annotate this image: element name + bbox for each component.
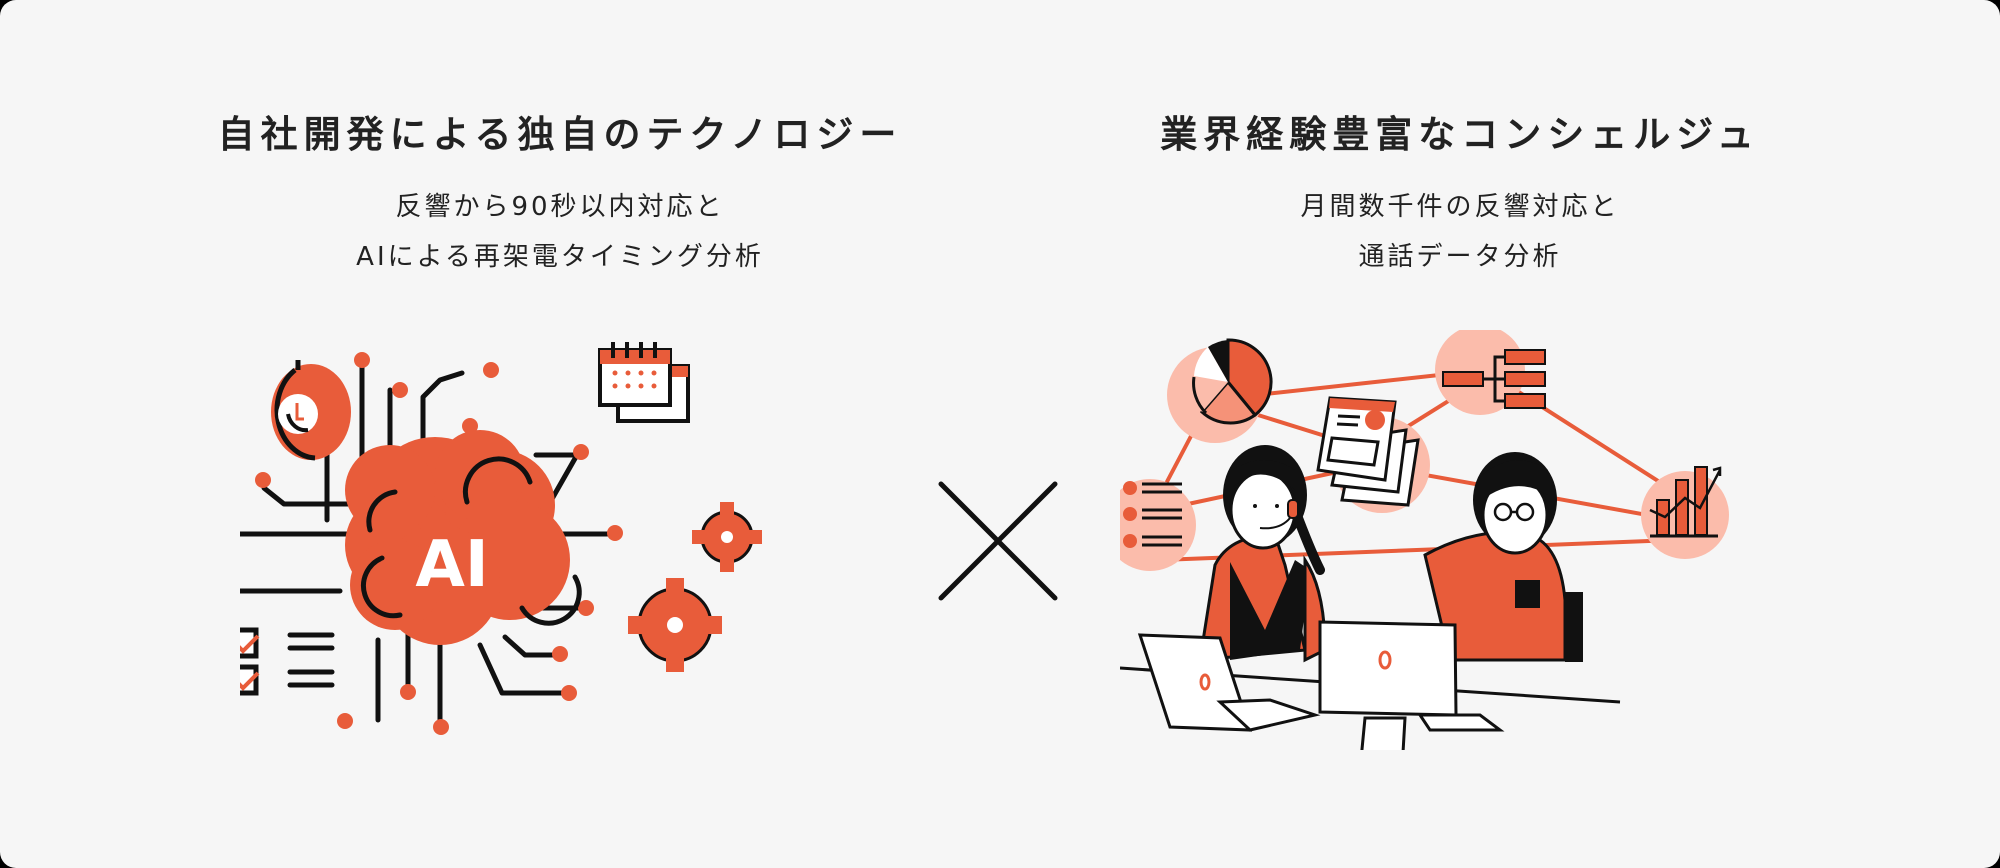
section-title: 業界経験豊富なコンシェルジュ [1160,113,1760,156]
multiply-symbol-icon [938,481,1058,601]
ai-brain-illustration: AI [240,342,762,735]
svg-text:AI: AI [415,528,488,602]
section-subtitle-line1: 月間数千件の反響対応と [1300,192,1620,222]
concierge-illustration [1120,330,1729,750]
calendar-icon [598,342,690,423]
checklist-icon [240,627,335,696]
document-icon [1316,396,1420,507]
stopwatch-icon [271,360,351,461]
section-subtitle-line2: 通話データ分析 [1358,242,1562,272]
section-subtitle-line2: AIによる再架電タイミング分析 [356,242,764,272]
operator-with-headset [1198,445,1327,663]
gear-icon [692,502,762,572]
desktop-monitor [1318,620,1505,750]
gear-icon [628,578,722,672]
pie-chart-icon [1192,338,1273,425]
list-bubble [1120,479,1196,571]
person-with-glasses [1423,452,1583,662]
bar-chart-icon [1649,466,1722,538]
org-chart-icon [1442,349,1546,409]
section-subtitle-line1: 反響から90秒以内対応と [395,192,725,222]
list-icon [1123,481,1182,548]
section-title: 自社開発による独自のテクノロジー [217,113,903,156]
